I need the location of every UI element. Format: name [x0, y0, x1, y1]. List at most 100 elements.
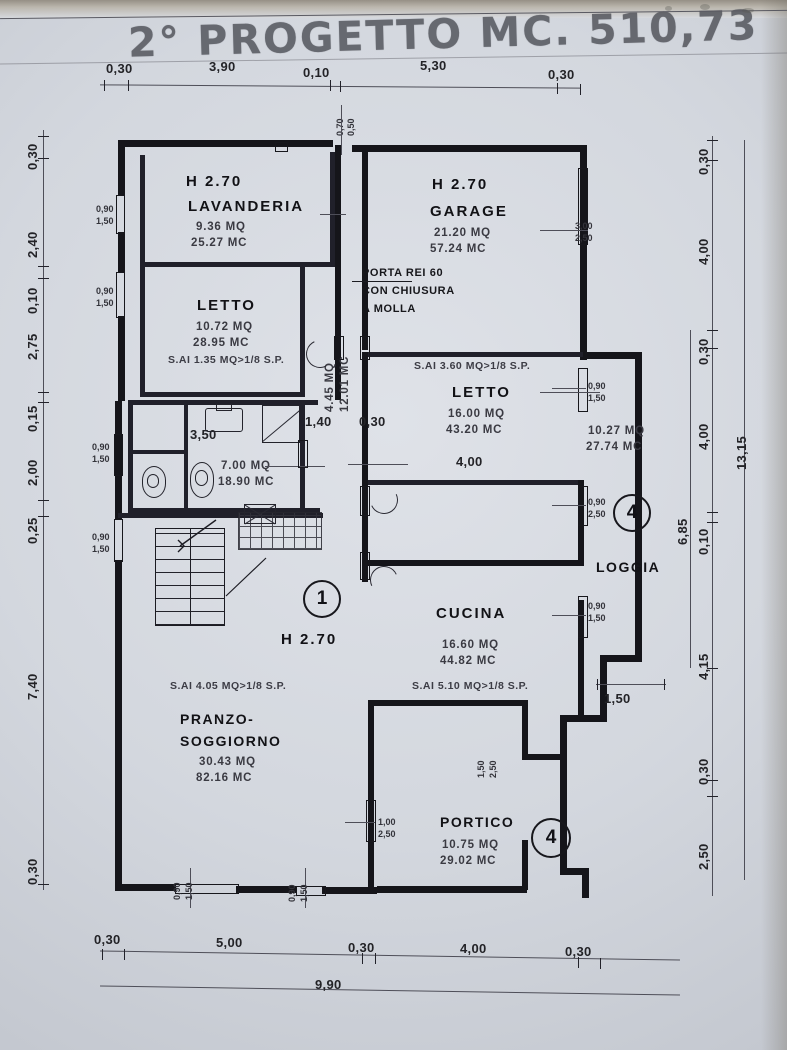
leader-garage-door	[540, 230, 588, 231]
exterior-wall-loggia-left	[600, 655, 607, 715]
partition-bagno-top	[128, 400, 318, 405]
right-dim-2: 0,30	[696, 338, 711, 365]
partition-loggia-lower	[578, 600, 584, 720]
partition-loggia-inner	[578, 480, 584, 566]
window-letto-right-h: 1,50	[588, 393, 606, 403]
partition-cucina-top	[368, 560, 583, 566]
dim-tick	[707, 140, 718, 141]
sink-tap	[216, 404, 232, 411]
letto-left-volume: 28.95 MC	[193, 337, 250, 349]
window-letto-right-w: 0,90	[588, 381, 606, 391]
leader-door-soggiorno	[345, 822, 375, 823]
exterior-wall-bottom-a	[115, 884, 175, 891]
bottom-dim-0: 0,30	[94, 932, 121, 947]
partition-bagno-left	[128, 400, 133, 515]
dim-tick	[38, 136, 49, 137]
dim-tick	[128, 80, 129, 91]
construction-line-c	[540, 392, 600, 393]
letto-right-name: LETTO	[452, 384, 511, 401]
portico-bottom-wall	[377, 886, 527, 893]
dim-tick	[580, 84, 581, 95]
bottom-total-dim: 9,90	[315, 977, 342, 992]
right-dim-0: 0,30	[696, 148, 711, 175]
right-dim-5: 4,15	[696, 653, 711, 680]
garage-volume: 57.24 MC	[430, 243, 487, 255]
portico-wall-right-upper	[560, 715, 567, 875]
window-left-4-h: 1,50	[92, 544, 110, 554]
dim-tick	[375, 953, 376, 964]
window-left-3	[114, 434, 123, 476]
toilet-fixture	[142, 466, 166, 498]
bagno-volume: 18.90 MC	[218, 476, 275, 488]
partition-letto-left-right	[300, 267, 305, 392]
partition-corridor-right	[362, 145, 368, 350]
portico-wall-bottom-step	[560, 868, 588, 875]
leader-window-letto-right	[552, 388, 586, 389]
right-total-dim: 13,15	[734, 435, 749, 470]
leader-loggia-door	[552, 505, 586, 506]
window-cucina-w: 0,90	[588, 601, 606, 611]
opening-top-small-h: 0,50	[346, 118, 356, 136]
disimpegno-area: 4.45 MQ	[324, 362, 336, 412]
dim-tick	[38, 884, 49, 885]
window-left-3-h: 1,50	[92, 454, 110, 464]
window-left-2-w: 0,90	[96, 286, 114, 296]
top-dim-0: 0,30	[106, 61, 133, 76]
door-opening-letto-right	[360, 486, 370, 516]
letto-right-sai: S.AI 3.60 MQ>1/8 S.P.	[414, 360, 531, 372]
partition-cucina-bottom	[368, 700, 528, 706]
dim-tick	[362, 953, 363, 964]
partition-letto-right-bottom	[368, 480, 583, 485]
window-left-2-h: 1,50	[96, 298, 114, 308]
loggia-width: 1,50	[604, 691, 631, 706]
portico-door-h: 2,50	[488, 760, 498, 778]
partition-left-inner-b	[140, 267, 145, 392]
lavanderia-name: LAVANDERIA	[188, 198, 305, 215]
garage-area: 21.20 MQ	[434, 227, 491, 239]
top-dim-4: 0,30	[548, 67, 575, 82]
construction-line-b	[348, 464, 408, 465]
left-dim-030: 0,30	[25, 858, 40, 885]
soggiorno-volume: 82.16 MC	[196, 772, 253, 784]
door-opening-cucina	[360, 552, 370, 580]
exterior-wall-right-b	[580, 330, 587, 360]
lavanderia-volume: 25.27 MC	[191, 237, 248, 249]
bottom-dim-2: 0,30	[348, 940, 375, 955]
dim-tick	[38, 392, 49, 393]
dim-tick	[38, 278, 49, 279]
leader-bagno	[265, 466, 325, 467]
window-left-1	[116, 195, 125, 234]
fire-door-note-line1: PORTA REI 60	[362, 267, 444, 279]
cucina-sai: S.AI 5.10 MQ>1/8 S.P.	[412, 680, 529, 692]
dim-tick	[38, 158, 49, 159]
exterior-wall-loggia-bottom	[600, 655, 642, 662]
window-bottom-2	[296, 886, 326, 896]
portico-right-inner	[522, 840, 528, 890]
partition-corridor-right-lower	[362, 352, 368, 582]
window-bottom-1-w: 0,90	[172, 882, 182, 900]
stair-direction-arrow	[177, 519, 217, 553]
bottom-dim-1: 5,00	[216, 935, 243, 950]
door-opening-corridor-a	[334, 336, 344, 360]
fire-door-note-line2: CON CHIUSURA	[362, 285, 455, 297]
lavanderia-height: H 2.70	[186, 173, 243, 190]
partition-lavanderia-letto	[140, 262, 335, 267]
dim-tick	[38, 500, 49, 501]
letto-left-sai: S.AI 1.35 MQ>1/8 S.P.	[168, 354, 285, 366]
partition-portico-left	[522, 700, 528, 760]
letto-right-volume: 43.20 MC	[446, 424, 503, 436]
leader-window-bottom-2	[305, 868, 306, 908]
dim-tick	[340, 81, 341, 92]
stair-lower-arrow	[225, 557, 267, 597]
garage-height: H 2.70	[432, 176, 489, 193]
dim-tick	[707, 796, 718, 797]
left-dim-2: 0,10	[25, 287, 40, 314]
right-partial-dimension-line	[690, 330, 691, 668]
door-swing-letto-right	[366, 482, 402, 518]
marker-4-loggia: 4	[613, 494, 651, 532]
left-dim-5: 2,00	[25, 459, 40, 486]
letto-right-width: 4,00	[456, 454, 483, 469]
right-dim-3: 4,00	[696, 423, 711, 450]
partition-bagno-vertical	[184, 404, 188, 514]
loggia-door	[578, 486, 588, 526]
